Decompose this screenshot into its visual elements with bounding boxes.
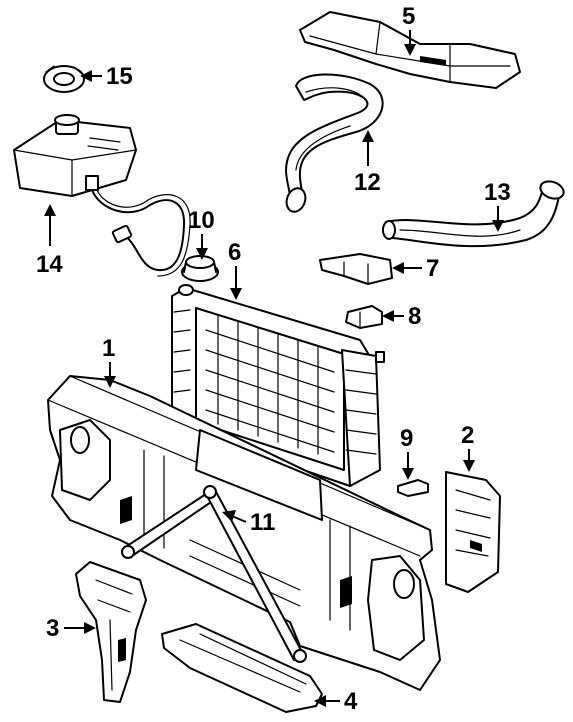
callout-1: 1 — [102, 335, 116, 388]
callout-15: 15 — [80, 63, 133, 90]
callout-label-2: 2 — [461, 422, 474, 449]
part-2-side-baffle — [445, 471, 501, 593]
callout-11: 11 — [222, 509, 275, 536]
part-10-radiator-cap — [181, 255, 219, 282]
callout-2: 2 — [461, 422, 475, 472]
callout-label-13: 13 — [484, 179, 511, 206]
callout-label-9: 9 — [400, 425, 413, 452]
part-11-support-brace — [121, 485, 307, 663]
part-1-radiator-support — [47, 375, 441, 691]
callout-label-3: 3 — [46, 615, 59, 642]
part-7-bracket — [319, 253, 393, 285]
callout-label-11: 11 — [250, 509, 275, 536]
callout-label-10: 10 — [188, 207, 215, 234]
callout-label-5: 5 — [402, 3, 415, 30]
callout-13: 13 — [484, 179, 511, 232]
callout-label-15: 15 — [106, 63, 133, 90]
callout-3: 3 — [46, 615, 96, 642]
callout-9: 9 — [400, 425, 414, 480]
callout-6: 6 — [228, 239, 242, 300]
callout-12: 12 — [354, 130, 381, 196]
part-13-lower-hose — [382, 180, 565, 248]
part-8-insulator — [345, 305, 383, 329]
callout-8: 8 — [382, 303, 421, 330]
radiator-fins — [205, 315, 335, 455]
callout-5: 5 — [402, 3, 416, 56]
callout-label-14: 14 — [36, 251, 63, 278]
part-9-clip — [397, 479, 429, 497]
part-14-coolant-reservoir — [13, 114, 191, 277]
callout-label-1: 1 — [102, 335, 115, 362]
callout-label-4: 4 — [344, 688, 358, 715]
part-15-clamp — [43, 65, 85, 93]
callout-label-7: 7 — [426, 255, 439, 282]
callout-label-8: 8 — [408, 303, 421, 330]
part-12-upper-hose — [285, 73, 384, 213]
callout-10: 10 — [188, 207, 215, 260]
part-4-lower-deflector — [161, 623, 323, 713]
callout-4: 4 — [314, 688, 358, 715]
callout-label-6: 6 — [228, 239, 241, 266]
part-3-bracket — [75, 561, 147, 703]
callout-label-12: 12 — [354, 169, 381, 196]
callout-7: 7 — [392, 255, 439, 282]
callout-14: 14 — [36, 204, 63, 278]
